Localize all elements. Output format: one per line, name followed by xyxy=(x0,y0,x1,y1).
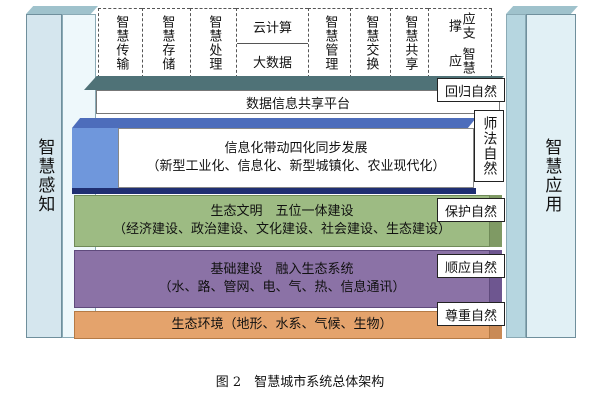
module-label: 智慧处理 xyxy=(206,15,222,71)
module-label: 智慧管理 xyxy=(322,15,338,71)
right-pillar-label: 智慧应用 xyxy=(541,138,562,214)
module-smart-transmission: 智慧传输 xyxy=(98,8,142,78)
layer-ecological-civilization: 生态文明 五位一体建设 （经济建设、政治建设、文化建设、社会建设、生态建设） xyxy=(74,195,490,247)
layer-informatization-top xyxy=(72,118,476,128)
left-pillar-label: 智慧感知 xyxy=(34,138,55,214)
layer-infrastructure-text: 基础建设 融入生态系统 （水、路、管网、电、气、热、信息通讯） xyxy=(158,261,405,296)
layer-informatization-text: 信息化带动四化同步发展 （新型工业化、信息化、新型城镇化、农业现代化） xyxy=(146,140,445,175)
left-pillar-top xyxy=(26,6,98,14)
figure-caption: 图 2 智慧城市系统总体架构 xyxy=(0,370,600,390)
layer-informatization-title: 信息化带动四化同步发展 xyxy=(224,141,368,157)
right-pillar: 智慧应用 xyxy=(526,14,576,338)
module-label: 智慧共享 xyxy=(402,15,418,71)
tag-protect-nature-label: 保护自然 xyxy=(444,204,497,220)
tag-protect-nature: 保护自然 xyxy=(437,198,505,222)
layer-infrastructure: 基础建设 融入生态系统 （水、路、管网、电、气、热、信息通讯） xyxy=(74,250,490,308)
module-label: 智慧传输 xyxy=(113,15,129,71)
module-label: 智慧存储 xyxy=(159,15,175,71)
layer-infrastructure-title: 基础建设 融入生态系统 xyxy=(210,262,354,278)
tag-learn-nature: 师法自然 xyxy=(474,110,504,182)
figure-caption-text: 图 2 智慧城市系统总体架构 xyxy=(215,374,385,390)
module-label: 智慧交换 xyxy=(363,15,379,71)
module-label: 智慧应 xyxy=(446,46,475,75)
tag-learn-nature-label: 师法自然 xyxy=(481,116,498,176)
layer-informatization-side xyxy=(72,128,118,188)
tag-respect-nature: 尊重自然 xyxy=(437,302,505,326)
layer-environment: 生态环境（地形、水系、气候、生物） xyxy=(74,311,490,339)
module-smart-exchange: 智慧交换 xyxy=(350,8,390,78)
tag-adapt-nature-label: 顺应自然 xyxy=(444,260,497,276)
tag-respect-nature-label: 尊重自然 xyxy=(444,308,497,324)
right-pillar-top xyxy=(506,6,578,14)
left-pillar: 智慧感知 xyxy=(26,14,62,338)
layer-informatization: 信息化带动四化同步发展 （新型工业化、信息化、新型城镇化、农业现代化） xyxy=(118,128,474,188)
tag-return-nature: 回归自然 xyxy=(437,78,505,102)
layer-informatization-bottom xyxy=(72,188,476,194)
data-sharing-platform: 数据信息共享平台 xyxy=(96,90,500,114)
module-smart-management: 智慧管理 xyxy=(308,8,350,78)
module-cloud-computing: 云计算 xyxy=(237,9,308,44)
layer-ecological-detail: （经济建设、政治建设、文化建设、社会建设、生态建设） xyxy=(112,222,451,237)
tag-return-nature-label: 回归自然 xyxy=(444,84,497,100)
module-smart-application-support: 智慧应 应支撑 xyxy=(428,8,492,78)
module-label-2: 应支撑 xyxy=(446,11,475,40)
layer-informatization-detail: （新型工业化、信息化、新型城镇化、农业现代化） xyxy=(146,159,446,174)
module-label-group: 智慧应 应支撑 xyxy=(446,9,475,77)
module-big-data: 大数据 xyxy=(237,44,308,78)
layer-ecological-text: 生态文明 五位一体建设 （经济建设、政治建设、文化建设、社会建设、生态建设） xyxy=(113,203,451,238)
layer-infrastructure-detail: （水、路、管网、电、气、热、信息通讯） xyxy=(158,280,406,295)
platform-top xyxy=(84,76,504,90)
layer-ecological-title: 生态文明 五位一体建设 xyxy=(210,204,354,220)
tag-adapt-nature: 顺应自然 xyxy=(437,254,505,278)
right-pillar-side xyxy=(506,14,526,338)
module-smart-processing: 智慧处理 xyxy=(190,8,236,78)
module-smart-sharing: 智慧共享 xyxy=(390,8,428,78)
platform-label: 数据信息共享平台 xyxy=(245,96,350,112)
layer-environment-title: 生态环境（地形、水系、气候、生物） xyxy=(171,317,393,333)
module-cloud-bigdata: 云计算 大数据 xyxy=(236,8,308,78)
module-smart-storage: 智慧存储 xyxy=(142,8,190,78)
